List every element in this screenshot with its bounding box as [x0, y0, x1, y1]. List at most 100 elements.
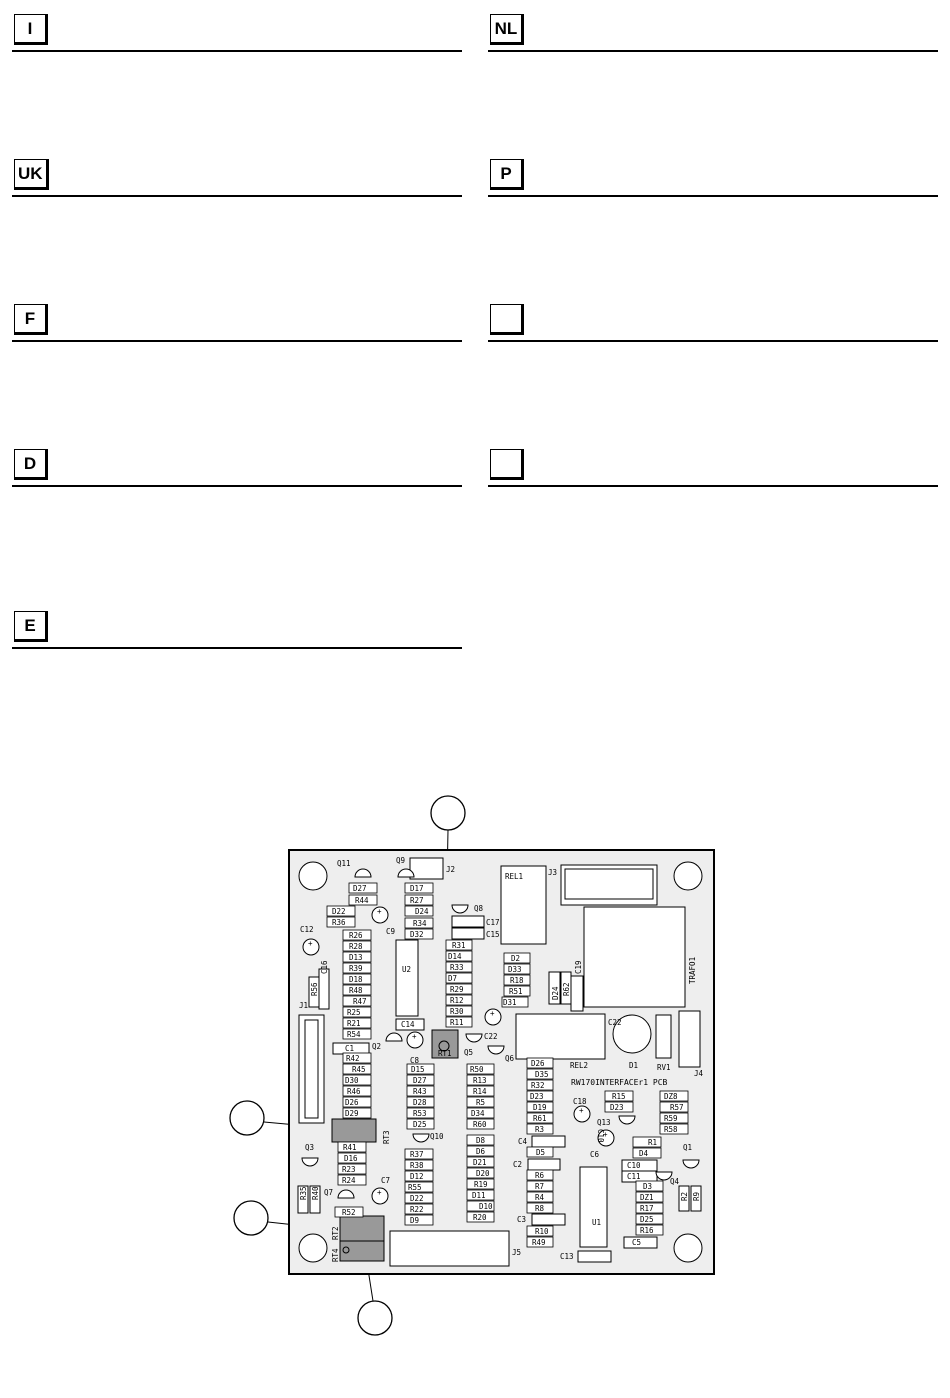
pcb-shape	[342, 1246, 350, 1254]
component-label: Q13	[597, 1118, 611, 1127]
j1-inner	[304, 1019, 319, 1119]
component-label: C4	[518, 1137, 528, 1146]
component-label: D23	[610, 1103, 624, 1112]
rt1-trimmer	[431, 1029, 459, 1059]
r56-outline	[308, 976, 320, 1008]
callout-circle	[233, 1200, 269, 1236]
component-label: D20	[476, 1169, 490, 1178]
pcb-shape	[526, 1057, 554, 1069]
pcb-shape	[445, 961, 473, 973]
component-label: R50	[470, 1065, 484, 1074]
component-label: D24	[415, 907, 429, 916]
pcb-shape	[334, 1206, 364, 1218]
c17-outline	[451, 915, 485, 928]
callout-circle	[430, 795, 466, 831]
component-label: Q7	[324, 1188, 333, 1197]
pcb-shape	[326, 905, 356, 917]
component-label: R8	[535, 1204, 545, 1213]
component-label: R36	[332, 918, 346, 927]
pcb-shape	[404, 1159, 434, 1171]
component-label: R55	[408, 1183, 422, 1192]
pcb-shape	[501, 996, 529, 1008]
component-label: C12	[300, 925, 314, 934]
pcb-shape	[342, 984, 372, 996]
component-label: C13	[560, 1252, 574, 1261]
capacitor-c9	[371, 906, 389, 924]
component-label: C10	[596, 1129, 605, 1143]
component-label: R56	[310, 982, 319, 996]
pcb-shape	[445, 983, 473, 995]
pcb-shape	[659, 1101, 689, 1113]
component-label: R22	[410, 1205, 424, 1214]
component-label: D7	[448, 974, 457, 983]
c2-outline	[527, 1158, 561, 1171]
component-label: R9	[692, 1192, 701, 1201]
pcb-shape	[526, 1180, 554, 1192]
component-label: R38	[410, 1161, 424, 1170]
component-label: R53	[413, 1109, 427, 1118]
component-label: D10	[479, 1202, 493, 1211]
component-label: Q2	[372, 1042, 381, 1051]
component-label: R57	[670, 1103, 684, 1112]
component-label: R18	[510, 976, 524, 985]
pcb-shape	[526, 1123, 554, 1135]
component-label: D23	[530, 1092, 544, 1101]
c5-outline	[623, 1236, 658, 1249]
component-label: R59	[664, 1114, 678, 1123]
component-label: D25	[640, 1215, 654, 1224]
component-label: C15	[486, 930, 500, 939]
pcb-shape	[404, 1148, 434, 1160]
component-label: C7	[381, 1176, 390, 1185]
d24b-outline	[548, 971, 561, 1005]
pcb-shape	[526, 1202, 554, 1214]
section-header	[488, 449, 938, 487]
pcb-shape	[348, 894, 378, 906]
component-label: D3	[643, 1182, 652, 1191]
section-code-tab: P	[490, 159, 524, 190]
pcb-shape	[342, 1028, 372, 1040]
pcb-shape	[466, 1178, 495, 1190]
pcb-shape	[526, 1169, 554, 1181]
pcb-shape	[466, 1134, 495, 1146]
component-label: D15	[411, 1065, 425, 1074]
pcb-shape	[466, 1074, 495, 1086]
pcb-shape	[503, 963, 531, 975]
pcb-shape	[466, 1211, 495, 1223]
component-label: D22	[332, 907, 346, 916]
component-label: REL2	[570, 1061, 588, 1070]
component-label: R34	[413, 919, 427, 928]
pcb-shape	[659, 1123, 689, 1135]
component-label: D30	[345, 1076, 359, 1085]
component-label: RT3	[382, 1130, 391, 1144]
component-label: J4	[694, 1069, 704, 1078]
pcb-shape	[342, 929, 372, 941]
component-label: C10	[627, 1161, 641, 1170]
component-label: R37	[410, 1150, 424, 1159]
pcb-shape	[342, 1052, 372, 1064]
pcb-shape	[337, 1163, 367, 1175]
component-label: C11	[627, 1172, 641, 1181]
j2-outline	[409, 857, 444, 880]
component-label: R35	[299, 1186, 308, 1200]
pcb-shape	[466, 1085, 495, 1097]
component-boxes	[326, 882, 689, 1248]
pcb-shape	[466, 1063, 495, 1075]
mounting-hole	[298, 1233, 328, 1263]
component-label: D33	[508, 965, 522, 974]
component-label: R3	[535, 1125, 544, 1134]
component-label: D24	[551, 986, 560, 1000]
component-label: RT4	[331, 1248, 340, 1262]
pcb-shape	[526, 1191, 554, 1203]
callout-circle	[229, 1100, 265, 1136]
pcb-shape	[404, 1192, 434, 1204]
component-label: Q1	[683, 1143, 692, 1152]
pcb-shape	[337, 1174, 367, 1186]
component-label: D1	[629, 1061, 638, 1070]
section-code-tab: I	[14, 14, 48, 45]
component-label: D16	[344, 1154, 358, 1163]
j5-outline	[389, 1230, 510, 1267]
component-label: Q3	[305, 1143, 314, 1152]
section-header: P	[488, 159, 938, 197]
section-code-tab: UK	[14, 159, 49, 190]
j4-outline	[678, 1010, 701, 1068]
